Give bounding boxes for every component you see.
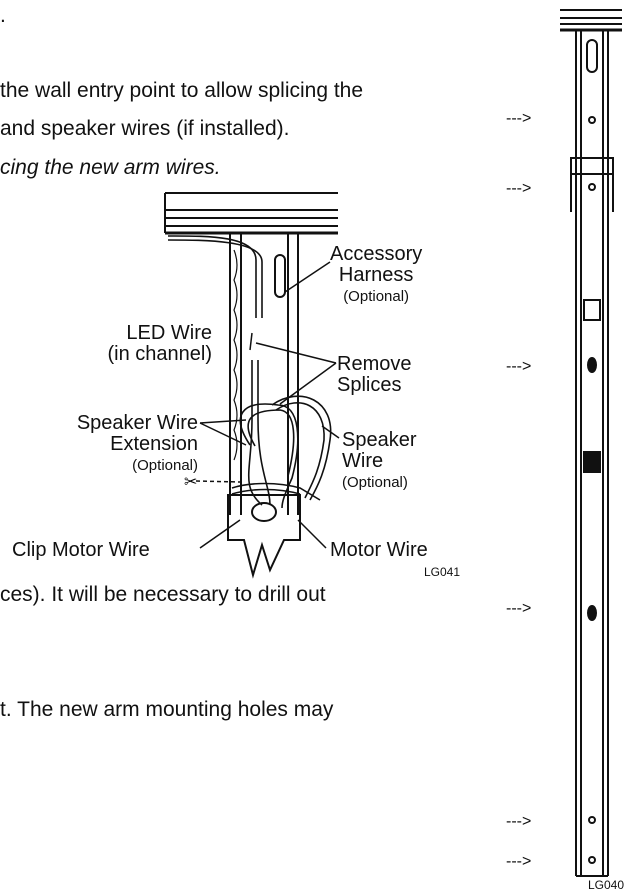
note-italic-line: cing the new arm wires. bbox=[0, 156, 221, 179]
label-line: Remove bbox=[337, 353, 412, 375]
label-led-wire: LED Wire (in channel) bbox=[82, 323, 212, 365]
label-line: Speaker bbox=[342, 429, 417, 451]
arrow-indicator: ---> bbox=[506, 853, 532, 870]
label-line: LED Wire bbox=[126, 322, 212, 344]
label-accessory-harness: Accessory Harness (Optional) bbox=[330, 244, 422, 307]
label-line: Splices bbox=[337, 374, 402, 396]
figure-code-left: LG041 bbox=[424, 565, 461, 579]
mounting-beam-top bbox=[164, 192, 338, 235]
label-line: (in channel) bbox=[107, 343, 212, 365]
arrow-indicator: ---> bbox=[506, 600, 532, 617]
lower-housing bbox=[227, 494, 301, 579]
label-speaker-wire: Speaker Wire (Optional) bbox=[342, 430, 417, 493]
label-line: Extension bbox=[110, 433, 198, 455]
label-clip-motor-wire: Clip Motor Wire bbox=[12, 539, 150, 561]
figure-code-right: LG040 bbox=[588, 878, 625, 892]
paragraph-line-1: the wall entry point to allow splicing t… bbox=[0, 79, 364, 102]
arm-channel bbox=[229, 234, 299, 515]
text-fragment-period: . bbox=[0, 4, 6, 27]
label-optional: (Optional) bbox=[132, 457, 198, 474]
label-line: Accessory bbox=[330, 243, 423, 265]
leader-lines bbox=[195, 261, 340, 549]
paragraph-line-3: ces). It will be necessary to drill out bbox=[0, 583, 326, 606]
wires bbox=[167, 235, 332, 509]
label-optional: (Optional) bbox=[343, 288, 410, 305]
arm-pole bbox=[560, 9, 622, 877]
label-motor-wire: Motor Wire bbox=[330, 539, 428, 561]
arrow-indicator: ---> bbox=[506, 110, 532, 127]
paragraph-line-4: t. The new arm mounting holes may bbox=[0, 698, 334, 721]
label-optional: (Optional) bbox=[342, 474, 408, 491]
label-speaker-wire-extension: Speaker Wire Extension (Optional) bbox=[58, 413, 198, 476]
paragraph-line-2: and speaker wires (if installed). bbox=[0, 117, 290, 140]
arrow-indicator: ---> bbox=[506, 813, 532, 830]
scissors-icon: ✂ bbox=[184, 472, 197, 491]
label-line: Speaker Wire bbox=[76, 412, 198, 434]
label-line: Harness bbox=[338, 264, 414, 286]
arrow-indicator: ---> bbox=[506, 358, 532, 375]
label-line: Wire bbox=[342, 450, 384, 472]
label-remove-splices: Remove Splices bbox=[337, 354, 411, 396]
arrow-indicator: ---> bbox=[506, 180, 532, 197]
